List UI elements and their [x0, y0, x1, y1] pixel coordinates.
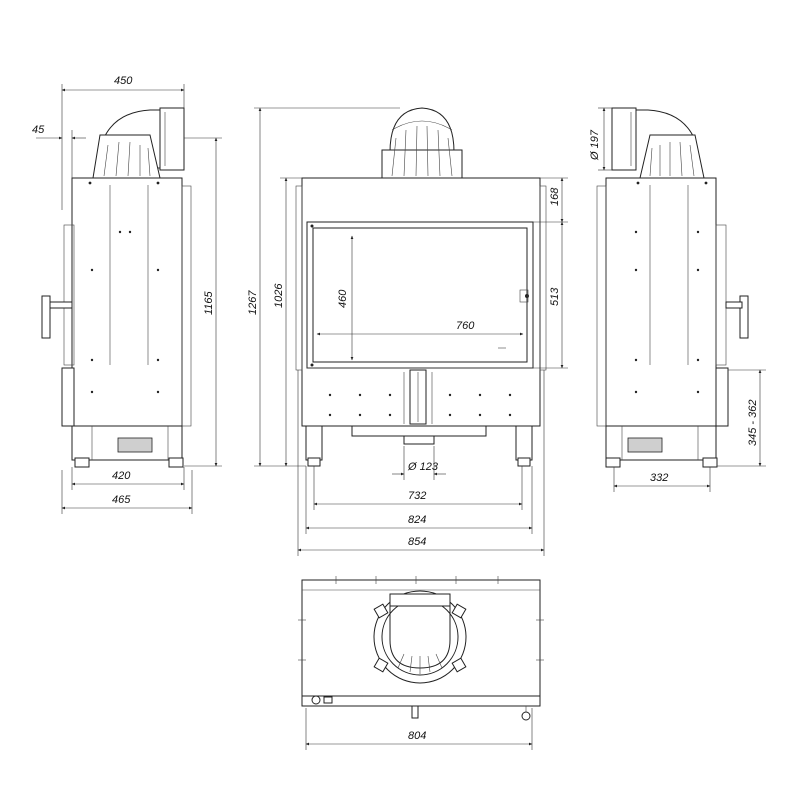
- dim-1026: 1026: [273, 283, 285, 308]
- left-side-view: 450 45 1165 420 465: [32, 75, 222, 514]
- front-view: 1267 1026 460 760 168 513 Ø 123 732 824 …: [247, 107, 568, 556]
- dim-804: 804: [408, 730, 426, 742]
- dim-460: 460: [337, 289, 349, 308]
- dim-duct-123: Ø 123: [407, 461, 439, 473]
- top-view: 804: [298, 576, 544, 750]
- dim-420: 420: [112, 470, 131, 482]
- dim-1165: 1165: [203, 290, 215, 315]
- dim-824: 824: [408, 514, 426, 526]
- dim-345-362: 345 - 362: [747, 400, 759, 446]
- dim-465: 465: [112, 494, 131, 506]
- dim-854: 854: [408, 536, 426, 548]
- dim-168: 168: [549, 187, 561, 206]
- dim-1267: 1267: [247, 290, 259, 315]
- dim-513: 513: [549, 287, 561, 306]
- right-side-view: Ø 197 345 - 362 332: [589, 107, 766, 492]
- dim-732: 732: [408, 490, 426, 502]
- dim-450: 450: [114, 75, 133, 87]
- dim-332: 332: [650, 472, 668, 484]
- dim-760: 760: [456, 320, 475, 332]
- dim-flue-197: Ø 197: [589, 129, 601, 161]
- dim-45: 45: [32, 124, 45, 136]
